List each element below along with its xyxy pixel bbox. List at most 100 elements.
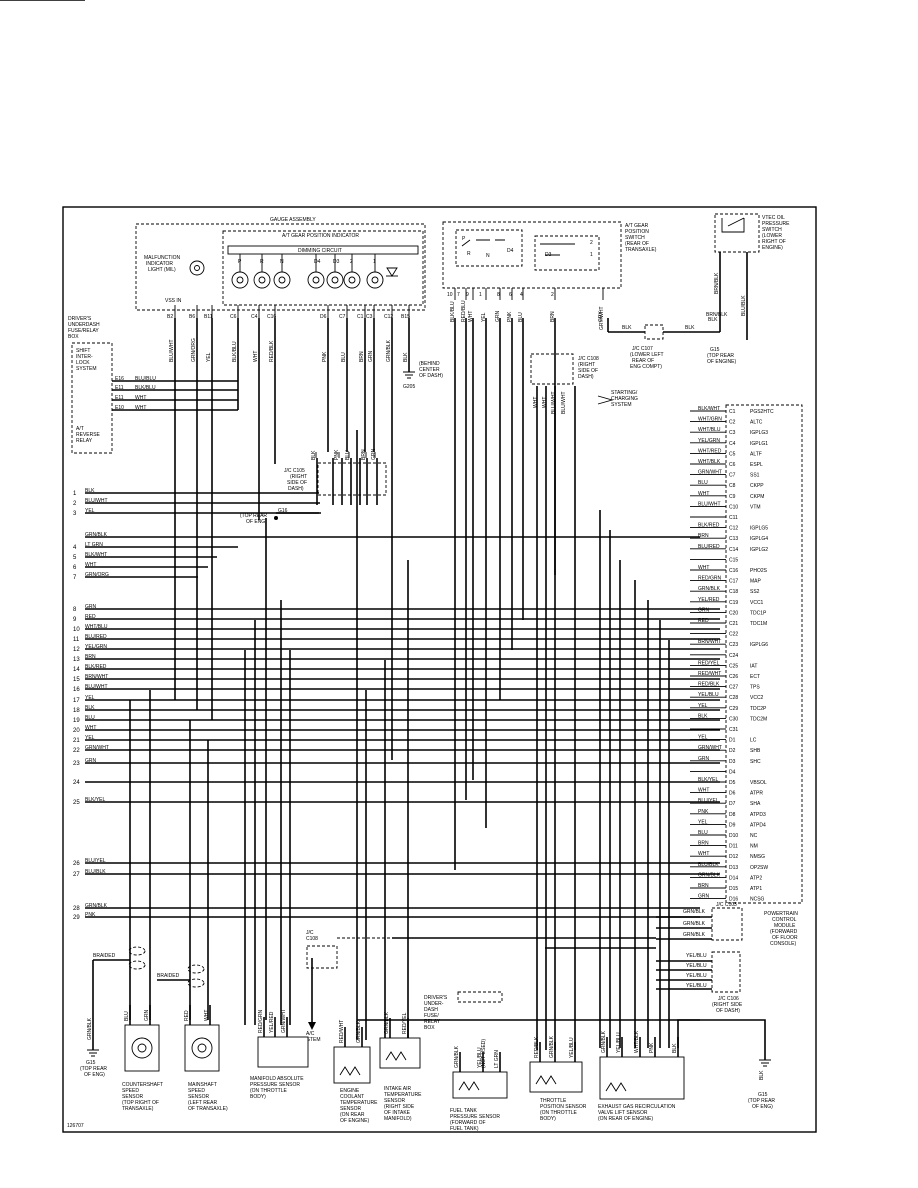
svg-text:REVERSE: REVERSE bbox=[76, 432, 101, 438]
at-pin: 7 bbox=[457, 292, 460, 298]
pcm-function: VCC1 bbox=[750, 600, 764, 606]
speed-sensor-icon bbox=[191, 1037, 213, 1059]
left-wire-color: PNK bbox=[85, 912, 96, 918]
sensor-name: OF TRANSAXLE) bbox=[188, 1106, 228, 1112]
pcm-wire-color: YEL bbox=[698, 735, 708, 741]
left-wire-num: 9 bbox=[73, 617, 77, 623]
svg-text:(FORWARD: (FORWARD bbox=[770, 929, 798, 935]
pcm-function: CKPP bbox=[750, 483, 764, 489]
pcm-function: ATP2 bbox=[750, 875, 762, 881]
left-wire-num: 3 bbox=[73, 511, 77, 517]
gauge-wire-color: BLK bbox=[403, 352, 409, 362]
sensor-name: SPEED bbox=[122, 1088, 139, 1094]
sensor-name: TRANSAXLE) bbox=[122, 1106, 154, 1112]
at-wire-color: RED/BLU bbox=[461, 300, 467, 322]
svg-text:J/C C106: J/C C106 bbox=[718, 996, 739, 1002]
sensor-body bbox=[124, 1024, 160, 1072]
pcm-function: OP2SW bbox=[750, 865, 768, 871]
interlock-pin: E11 bbox=[115, 385, 124, 391]
pcm-pin: C25 bbox=[729, 663, 738, 669]
at-letter-2: 2 bbox=[590, 240, 593, 246]
gauge-wire-color: WHT bbox=[253, 351, 259, 362]
pcm-function: IGPLG5 bbox=[750, 526, 768, 532]
sensor-name: SPEED bbox=[188, 1088, 205, 1094]
svg-text:WHT: WHT bbox=[542, 397, 548, 408]
left-wire-num: 20 bbox=[73, 728, 80, 734]
resistor-icon bbox=[458, 1081, 480, 1091]
at-wire-color: BLU bbox=[518, 312, 524, 322]
left-wire-color: GRN/ORG bbox=[85, 572, 109, 578]
pcm-wire-color: RED/YEL bbox=[698, 660, 720, 666]
svg-text:WHT: WHT bbox=[533, 397, 539, 408]
pcm-function: VTM bbox=[750, 504, 761, 510]
left-wire-color: YEL bbox=[85, 695, 95, 701]
svg-text:DASH): DASH) bbox=[288, 486, 304, 492]
svg-text:(TOP REAR: (TOP REAR bbox=[707, 353, 734, 359]
left-wire-color: YEL bbox=[85, 735, 95, 741]
lamp-filament-icon bbox=[278, 276, 286, 284]
pcm-function: ATP1 bbox=[750, 886, 762, 892]
sensor-name: COOLANT bbox=[340, 1094, 364, 1100]
sensor-name: MAINSHAFT bbox=[188, 1082, 217, 1088]
pcm-wire-color: BLU/WHT bbox=[698, 501, 721, 507]
left-wire-num: 19 bbox=[73, 718, 80, 724]
svg-text:(NOT USED): (NOT USED) bbox=[481, 1039, 487, 1068]
wire-routing bbox=[129, 318, 700, 1050]
svg-text:(TOP REAR: (TOP REAR bbox=[240, 513, 267, 519]
left-wire-color: LT GRN bbox=[85, 542, 103, 548]
left-wire-color: BLK bbox=[85, 705, 95, 711]
vtec-title: RIGHT OF bbox=[762, 239, 786, 245]
sensor-wire-color: GRN/BLK bbox=[454, 1045, 460, 1068]
sensor-wire-color: YEL/BLU bbox=[569, 1037, 575, 1058]
pcm-wire-color: GRN/BLK bbox=[698, 586, 721, 592]
svg-text:CONTROL: CONTROL bbox=[772, 917, 797, 923]
sensor-wire-color: BLU bbox=[124, 1011, 130, 1021]
svg-text:(LOWER LEFT: (LOWER LEFT bbox=[630, 352, 664, 358]
sensor-name: BODY) bbox=[250, 1094, 266, 1100]
lamp-label-D3: D3 bbox=[333, 259, 340, 265]
pcm-wire-color: RED/GRN bbox=[698, 576, 721, 582]
svg-text:BLK: BLK bbox=[759, 1070, 765, 1080]
pcm-function: SHA bbox=[750, 801, 761, 807]
sensor-body bbox=[529, 1061, 583, 1093]
pcm-pin: D15 bbox=[729, 886, 738, 892]
pcm-pin: C26 bbox=[729, 674, 738, 680]
pcm-function: ATPD4 bbox=[750, 822, 766, 828]
left-wire-num: 5 bbox=[73, 555, 77, 561]
sensor-name: SENSOR bbox=[122, 1094, 144, 1100]
resistor-icon bbox=[535, 1075, 557, 1085]
pcm-pin: C28 bbox=[729, 695, 738, 701]
interlock-wire-color: WHT bbox=[135, 395, 146, 401]
pcm-pin: D10 bbox=[729, 833, 738, 839]
sensor-wire-color: LT GRN bbox=[494, 1050, 500, 1068]
pcm-wire-color: RED bbox=[698, 618, 709, 624]
pcm-function: ALTC bbox=[750, 420, 763, 426]
pcm-pin: D11 bbox=[729, 844, 738, 850]
pcm-wire-color: BLU/RED bbox=[698, 544, 720, 550]
sensor-wire-color: YEL/RED bbox=[269, 1011, 275, 1033]
at-wire-color: BLK/BLU bbox=[450, 301, 456, 322]
sensor-name: TEMPERATURE bbox=[384, 1092, 422, 1098]
at-letter-P: P bbox=[462, 236, 466, 242]
gauge-assembly-title: GAUGE ASSEMBLY bbox=[270, 217, 316, 223]
vtec-title: VTEC OIL bbox=[762, 215, 785, 221]
at-pin: 8 bbox=[497, 292, 500, 298]
left-wire-color: RED bbox=[85, 614, 96, 620]
sensor-wire-color: RED/BLK bbox=[534, 1036, 540, 1058]
pcm-pin: D9 bbox=[729, 822, 736, 828]
pcm-pin: C14 bbox=[729, 547, 738, 553]
svg-text:BRN/BLK: BRN/BLK bbox=[706, 312, 728, 318]
sensor-body bbox=[599, 1056, 685, 1100]
lamp-filament-icon bbox=[258, 276, 266, 284]
svg-text:CENTER: CENTER bbox=[419, 367, 440, 373]
gauge-pin-B2: B2 bbox=[167, 314, 173, 320]
sensor-name: (RIGHT SIDE bbox=[384, 1104, 415, 1110]
fuse-relay-label: UNDER- bbox=[424, 1001, 444, 1007]
svg-text:ENG COMPT): ENG COMPT) bbox=[630, 364, 662, 370]
pcm-wire-color: RED/WHT bbox=[698, 671, 721, 677]
fuse-relay-label: FUSE/ bbox=[424, 1013, 439, 1019]
svg-text:GRN/BLK: GRN/BLK bbox=[87, 1017, 93, 1040]
